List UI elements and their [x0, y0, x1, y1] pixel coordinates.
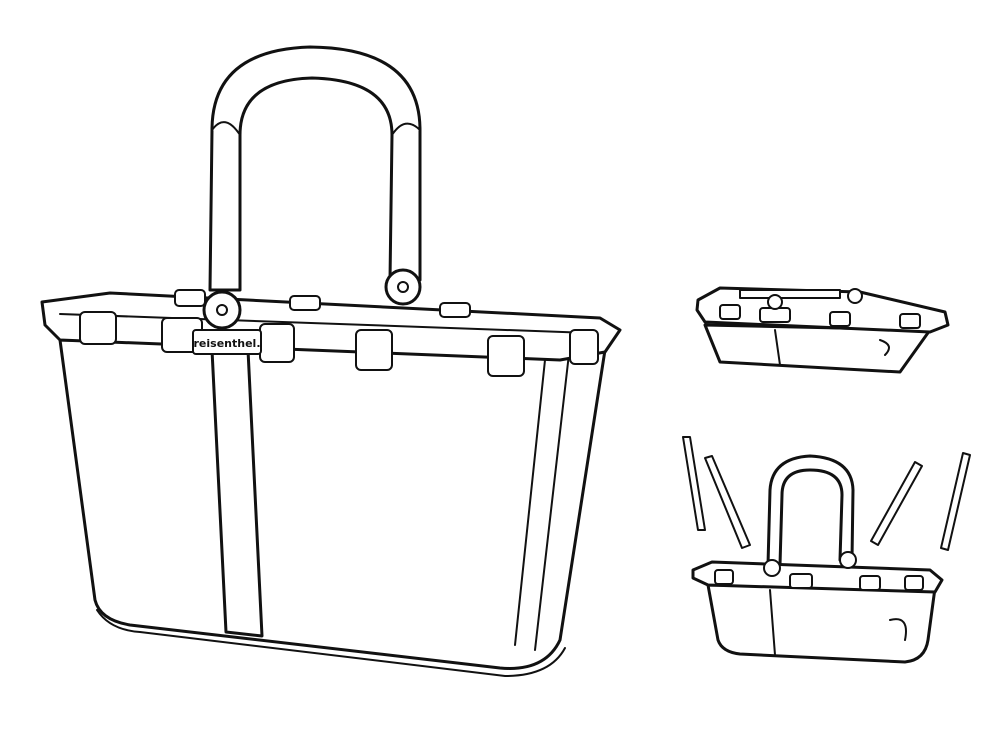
rim-clips — [79, 289, 599, 377]
support-strip — [682, 436, 706, 531]
support-strip — [870, 461, 923, 546]
basket-body — [58, 338, 607, 670]
handle — [208, 45, 422, 292]
brand-tag — [192, 329, 262, 355]
support-strip — [940, 452, 971, 551]
support-strip — [704, 455, 751, 549]
brand-label: reisenthel. — [194, 337, 261, 350]
main-basket: reisenthel. — [40, 45, 622, 678]
folded-basket — [695, 286, 950, 374]
assembly-basket — [682, 436, 971, 664]
